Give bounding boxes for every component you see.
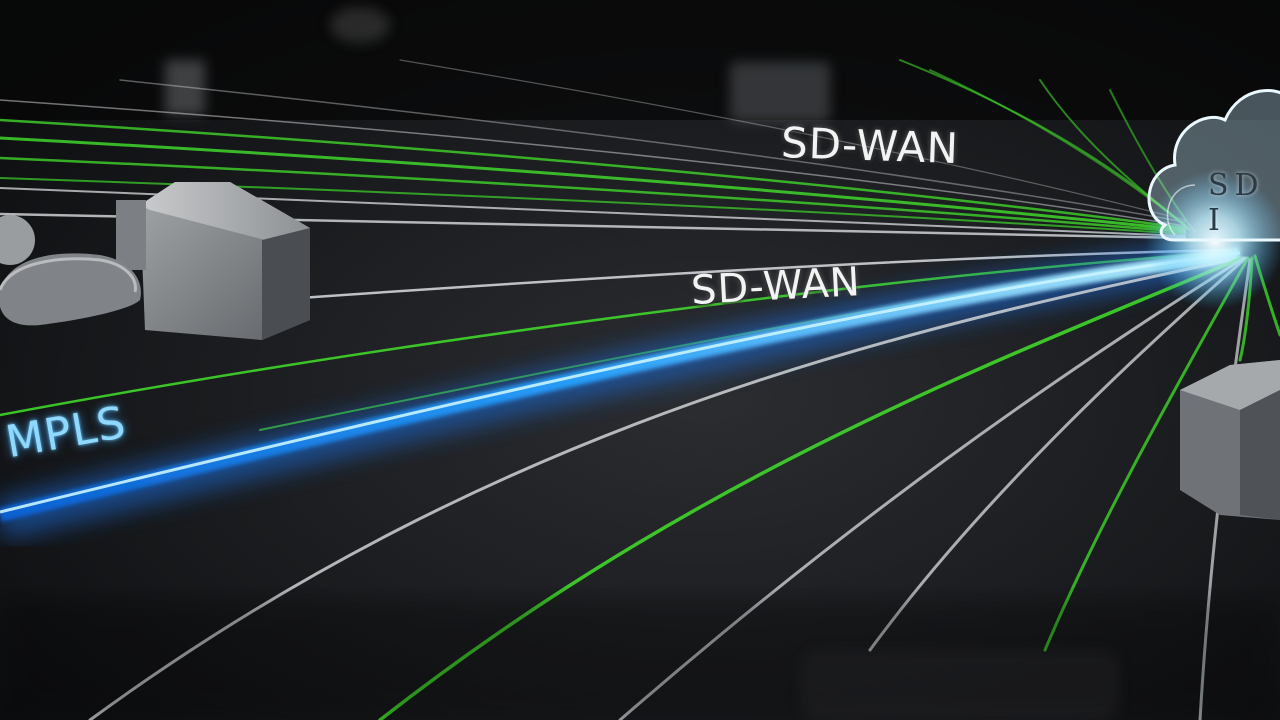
cloud-glyphs: SD I (1208, 168, 1265, 238)
remote-site-device-icon (1180, 360, 1280, 520)
dark-sky (0, 0, 1280, 120)
foreground-shadow (0, 600, 1280, 720)
sd-wan-label-top: SD-WAN (780, 118, 960, 174)
branch-building-icon (116, 182, 310, 340)
mpls-link (0, 235, 1243, 540)
cloud-icon (1147, 88, 1280, 242)
router-device-icon (0, 215, 141, 326)
sd-wan-label-middle: SD-WAN (690, 259, 862, 314)
